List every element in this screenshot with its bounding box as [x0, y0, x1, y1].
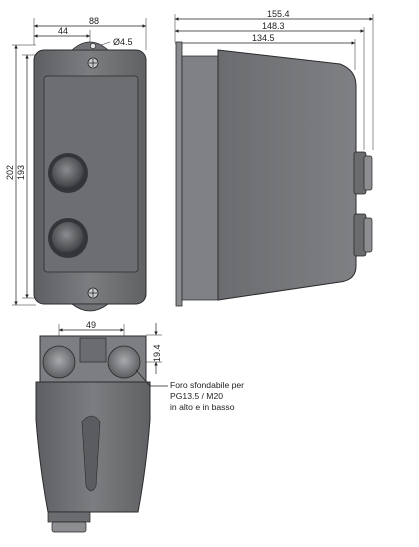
side-base: [181, 55, 219, 301]
note-leader: [135, 369, 168, 387]
side-cable-gland-upper: [353, 151, 373, 195]
dimension-front-offset: 44: [34, 26, 91, 42]
knockout-hole-left: [42, 345, 76, 379]
label-front-height-total: 202: [5, 165, 15, 180]
bottom-mount-tab: [70, 303, 110, 312]
side-lid: [217, 49, 357, 301]
side-base-plate: [175, 41, 183, 307]
label-hole-diameter: Ø4.5: [113, 37, 133, 47]
front-view: 88 44 Ø4.5 202 193: [5, 16, 147, 312]
label-front-height-inner: 193: [16, 165, 26, 180]
side-cable-gland-lower: [353, 213, 373, 257]
bottom-lid-groove: [81, 415, 101, 492]
knockout-note-line1: Foro sfondabile per: [170, 380, 244, 390]
bottom-cable-gland: [47, 511, 91, 533]
label-front-width: 88: [89, 16, 99, 26]
knockout-hole-right: [107, 345, 141, 379]
label-side-depth-mid: 148.3: [262, 21, 285, 31]
push-button-upper: [48, 153, 88, 193]
bottom-view: 49 19.4 Foro sfondabile per PG13.5 / M20…: [35, 320, 244, 533]
dimension-front-heights: 202 193: [5, 44, 36, 306]
bottom-screw-icon: [87, 287, 99, 299]
push-button-lower: [48, 218, 88, 258]
knockout-note-line2: PG13.5 / M20: [170, 391, 223, 401]
label-front-offset: 44: [58, 26, 68, 36]
knockout-note-line3: in alto e in basso: [170, 402, 235, 412]
dimension-side-depths: 155.4 148.3 134.5: [174, 9, 374, 150]
top-screw-icon: [87, 43, 99, 69]
top-mount-tab: [70, 41, 110, 51]
label-bottom-spacing: 49: [86, 320, 96, 330]
side-view: 155.4 148.3 134.5: [174, 9, 374, 307]
label-side-depth-total: 155.4: [267, 9, 290, 19]
dimension-front-width: 88: [33, 16, 147, 50]
label-bottom-offset: 19.4: [152, 344, 162, 362]
bottom-center-notch: [79, 337, 107, 363]
label-side-depth-inner: 134.5: [252, 33, 275, 43]
